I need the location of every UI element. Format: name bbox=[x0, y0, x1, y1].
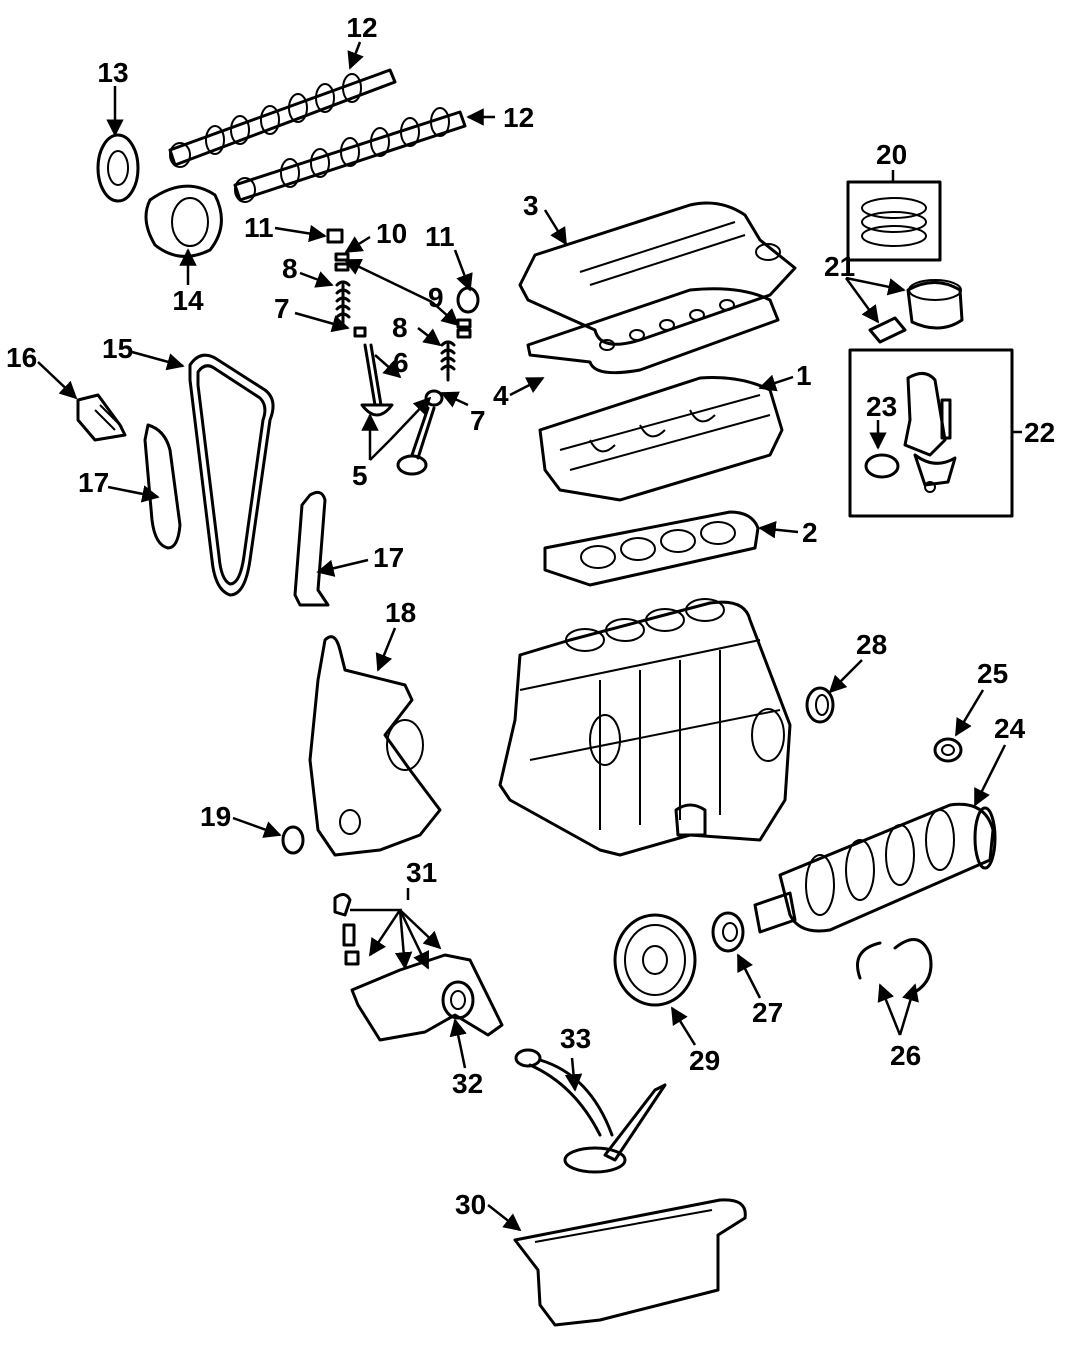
callout-20: 20 bbox=[876, 139, 907, 170]
chain-tensioner bbox=[76, 393, 127, 442]
cylinder-head bbox=[538, 376, 784, 502]
callout-15: 15 bbox=[102, 333, 133, 364]
callout-9: 9 bbox=[428, 282, 444, 313]
callout-7-a: 7 bbox=[274, 293, 290, 324]
thrust-washers bbox=[856, 938, 933, 994]
head-gasket bbox=[543, 510, 760, 587]
cam-sprocket bbox=[96, 133, 140, 203]
vvt-actuator bbox=[144, 184, 223, 258]
callout-11-b: 11 bbox=[425, 221, 455, 252]
crank-gear bbox=[711, 911, 745, 953]
callout-7-b: 7 bbox=[470, 405, 486, 436]
oil-pickup bbox=[514, 1048, 667, 1174]
chain-guide-left bbox=[143, 423, 182, 550]
callout-3: 3 bbox=[523, 190, 539, 221]
callout-1: 1 bbox=[796, 360, 812, 391]
callout-24: 24 bbox=[994, 713, 1026, 744]
oil-pan bbox=[513, 1198, 747, 1327]
callout-8-a: 8 bbox=[282, 253, 298, 284]
crankshaft bbox=[753, 802, 997, 934]
callout-6: 6 bbox=[393, 347, 409, 378]
pilot-bushing bbox=[933, 737, 963, 763]
oil-pump bbox=[333, 893, 504, 1042]
timing-chain bbox=[188, 353, 275, 597]
rear-main-seal bbox=[805, 686, 835, 724]
callout-8-b: 8 bbox=[392, 312, 408, 343]
callout-32: 32 bbox=[452, 1068, 483, 1099]
callout-27: 27 bbox=[752, 997, 783, 1028]
callout-18: 18 bbox=[385, 597, 416, 628]
callout-26: 26 bbox=[890, 1040, 921, 1071]
callout-17-b: 17 bbox=[373, 542, 404, 573]
front-crank-seal bbox=[281, 825, 305, 855]
callout-31: 31 bbox=[406, 857, 437, 888]
callout-21: 21 bbox=[824, 251, 855, 282]
valve-cover bbox=[518, 201, 797, 346]
callout-19: 19 bbox=[200, 801, 231, 832]
callout-12-a: 12 bbox=[346, 12, 377, 43]
callout-12-b: 12 bbox=[503, 102, 534, 133]
callout-16: 16 bbox=[6, 342, 37, 373]
engine-block bbox=[498, 598, 792, 857]
callout-labels: 12 12 13 14 11 10 11 9 8 8 7 7 6 5 15 16… bbox=[6, 12, 1055, 1220]
camshaft-intake bbox=[168, 68, 397, 168]
callout-28: 28 bbox=[856, 629, 887, 660]
callout-33: 33 bbox=[560, 1023, 591, 1054]
callout-11-a: 11 bbox=[244, 212, 274, 243]
callout-2: 2 bbox=[802, 517, 818, 548]
callout-13: 13 bbox=[97, 57, 128, 88]
valve-cover-gasket bbox=[526, 287, 780, 375]
callout-14: 14 bbox=[172, 285, 204, 316]
callout-29: 29 bbox=[689, 1045, 720, 1076]
chain-guide-right bbox=[293, 490, 330, 607]
callout-17-a: 17 bbox=[78, 467, 109, 498]
callout-30: 30 bbox=[455, 1189, 486, 1220]
timing-cover bbox=[308, 635, 442, 857]
piston bbox=[868, 279, 964, 344]
crank-pulley bbox=[613, 913, 697, 1007]
connecting-rod-box bbox=[848, 348, 1014, 518]
callout-4: 4 bbox=[493, 380, 509, 411]
callout-25: 25 bbox=[977, 658, 1008, 689]
camshaft-exhaust bbox=[233, 107, 467, 203]
piston-rings-box bbox=[846, 180, 942, 262]
callout-23: 23 bbox=[866, 391, 897, 422]
leader-lines bbox=[37, 41, 1022, 1232]
callout-10: 10 bbox=[376, 218, 407, 249]
callout-22: 22 bbox=[1024, 417, 1055, 448]
callout-5: 5 bbox=[352, 460, 368, 491]
